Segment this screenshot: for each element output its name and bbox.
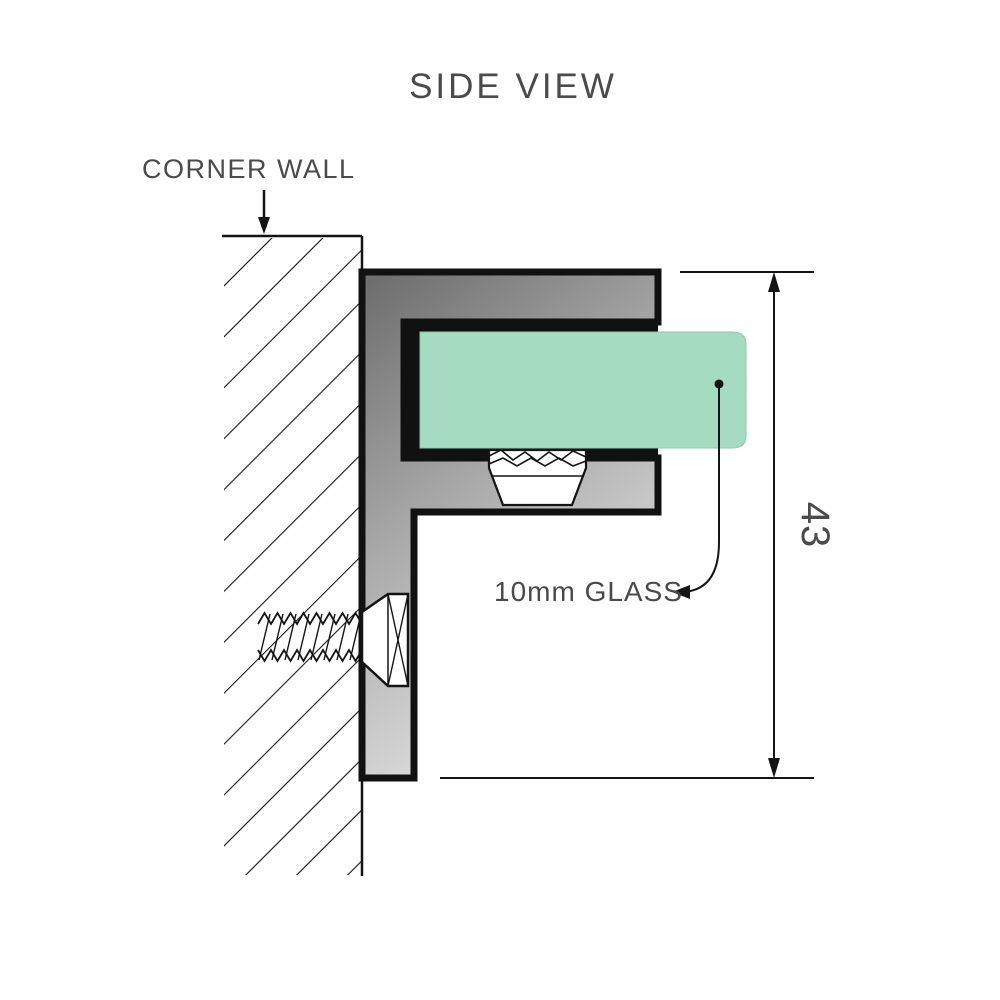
corner-wall-callout: CORNER WALL (142, 154, 356, 234)
glass-label: 10mm GLASS (494, 576, 683, 607)
diagram-title: SIDE VIEW (409, 67, 617, 106)
dimension-arrow-up-icon (768, 272, 780, 292)
dimension-arrow-down-icon (768, 758, 780, 778)
screw-thread-bottom (257, 648, 363, 663)
gasket-thread-mid (488, 457, 587, 467)
glass-leader-arrowhead-icon (672, 585, 690, 599)
dimension-label: 43 (793, 502, 837, 549)
dimension-43: 43 (440, 271, 837, 779)
glass-leader-dot (714, 379, 724, 389)
screw-thread-helix (258, 613, 362, 661)
screw-head-cross-2 (387, 593, 409, 687)
screw-thread-top (257, 611, 363, 626)
screw (257, 592, 410, 688)
wall (222, 234, 364, 876)
corner-wall-arrowhead-icon (258, 217, 270, 234)
glass-panel (419, 331, 747, 449)
wall-hatching (224, 238, 362, 875)
corner-wall-label: CORNER WALL (142, 154, 356, 184)
glass-callout: 10mm GLASS (494, 379, 724, 607)
gasket (487, 448, 588, 507)
